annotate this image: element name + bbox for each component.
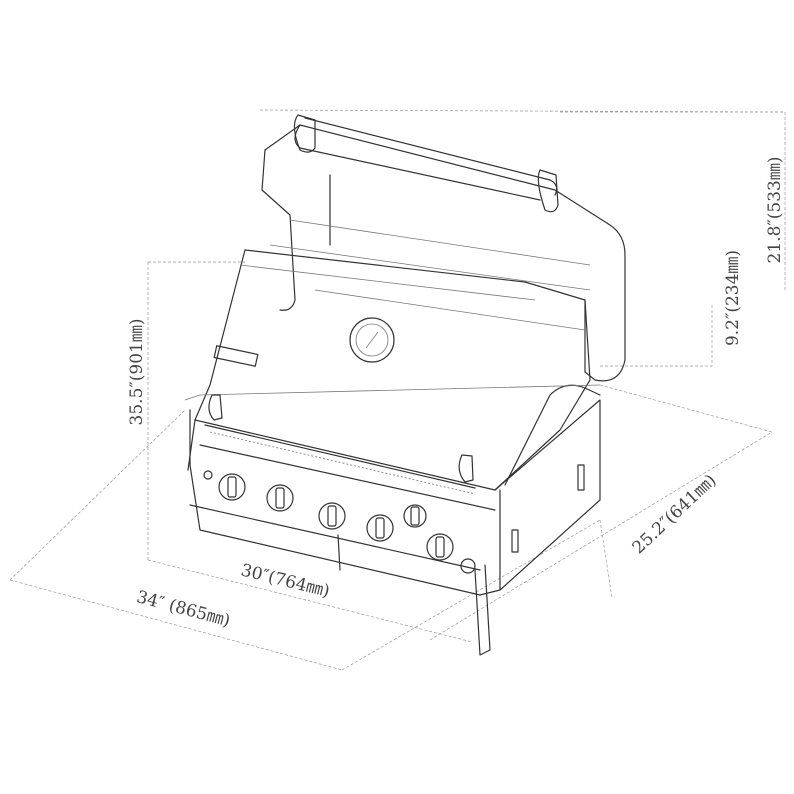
- knob-1: [218, 473, 246, 501]
- grill-body: [184, 249, 601, 656]
- side-height-label: 9.2″(234㎜): [723, 250, 743, 346]
- open-lid: [261, 114, 626, 382]
- knob-2: [266, 484, 294, 512]
- igniter-button: [203, 470, 213, 480]
- depth-label: 25.2″(641㎜): [629, 471, 721, 559]
- overall-width-label: 34″ (865㎜): [134, 587, 232, 631]
- lid-height-label: 21.8″(533㎜): [765, 157, 785, 264]
- knob-6: [426, 533, 454, 561]
- overall-height-label: 35.5″(901㎜): [127, 319, 147, 426]
- knob-3: [318, 502, 346, 530]
- knob-4: [366, 514, 394, 542]
- cutout-width-label: 30″(764㎜): [239, 560, 332, 601]
- control-knobs: [203, 470, 476, 574]
- light-switch: [460, 558, 476, 574]
- knob-5: [403, 504, 427, 528]
